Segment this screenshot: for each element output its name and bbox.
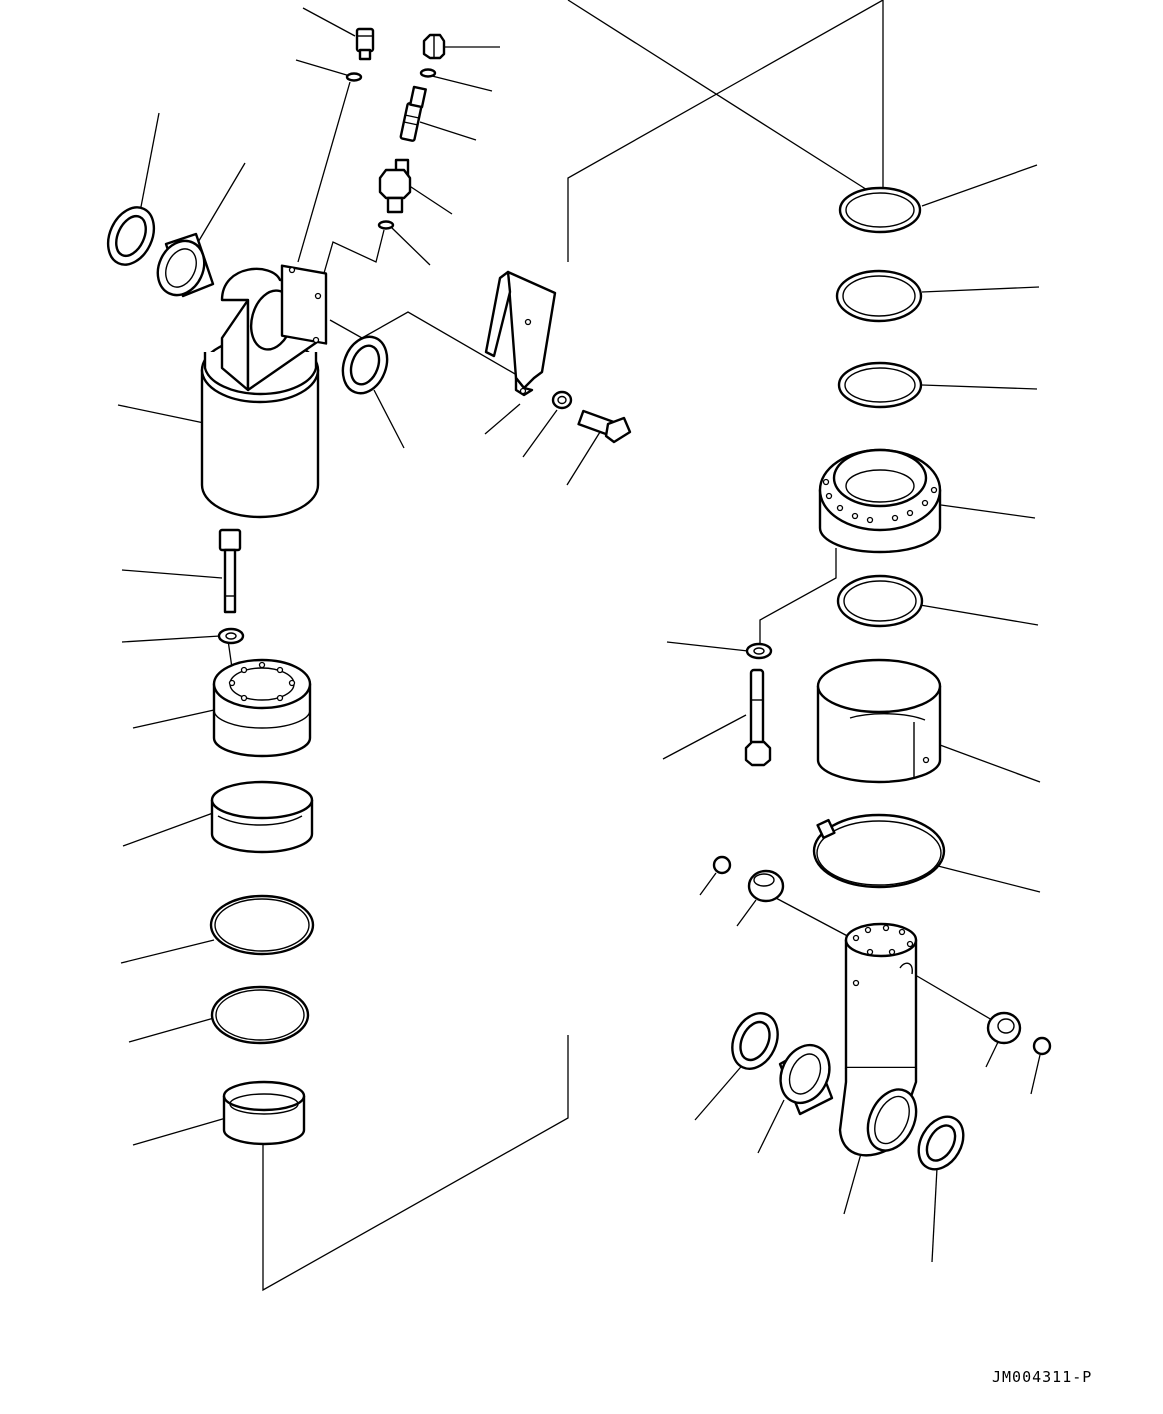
wear-ring-large (816, 658, 942, 784)
piston-ring (209, 894, 315, 956)
o-ring-small (345, 72, 363, 82)
dust-seal (106, 206, 156, 266)
band-clamp (812, 813, 946, 889)
o-ring-head (836, 574, 924, 628)
cylinder-tube (200, 264, 328, 519)
grease-fitting (355, 27, 375, 61)
ball (712, 855, 732, 875)
adapter-fitting (378, 158, 412, 214)
rod-seal (838, 186, 922, 234)
bushing (222, 1080, 306, 1146)
piston-rod (838, 922, 918, 1157)
spherical-bushing (156, 232, 215, 298)
bolt-long (218, 528, 242, 614)
dust-seal (341, 335, 389, 395)
wear-ring (210, 780, 314, 854)
dust-seal (917, 1115, 965, 1171)
bolt-short (577, 409, 632, 444)
buffer-ring (835, 269, 923, 323)
o-ring-small (377, 220, 395, 230)
cap-nut (422, 33, 446, 60)
washer-small (551, 390, 573, 410)
drawing-code: JM004311-P (992, 1368, 1093, 1386)
check-valve (399, 85, 427, 142)
piston (212, 658, 312, 758)
dust-seal (731, 1012, 779, 1070)
socket-bolt (744, 668, 772, 767)
back-up-ring (210, 985, 310, 1045)
cylinder-head (818, 448, 942, 554)
callout-leader-lines (117, 7, 1041, 1263)
guard-bracket (484, 270, 557, 397)
plug (986, 1011, 1022, 1045)
washer (745, 642, 773, 660)
washer (217, 627, 245, 645)
spherical-bushing (778, 1043, 834, 1116)
set-screw (747, 869, 785, 903)
ball (1032, 1036, 1052, 1056)
u-packing (837, 361, 923, 409)
o-ring-small (419, 68, 437, 78)
